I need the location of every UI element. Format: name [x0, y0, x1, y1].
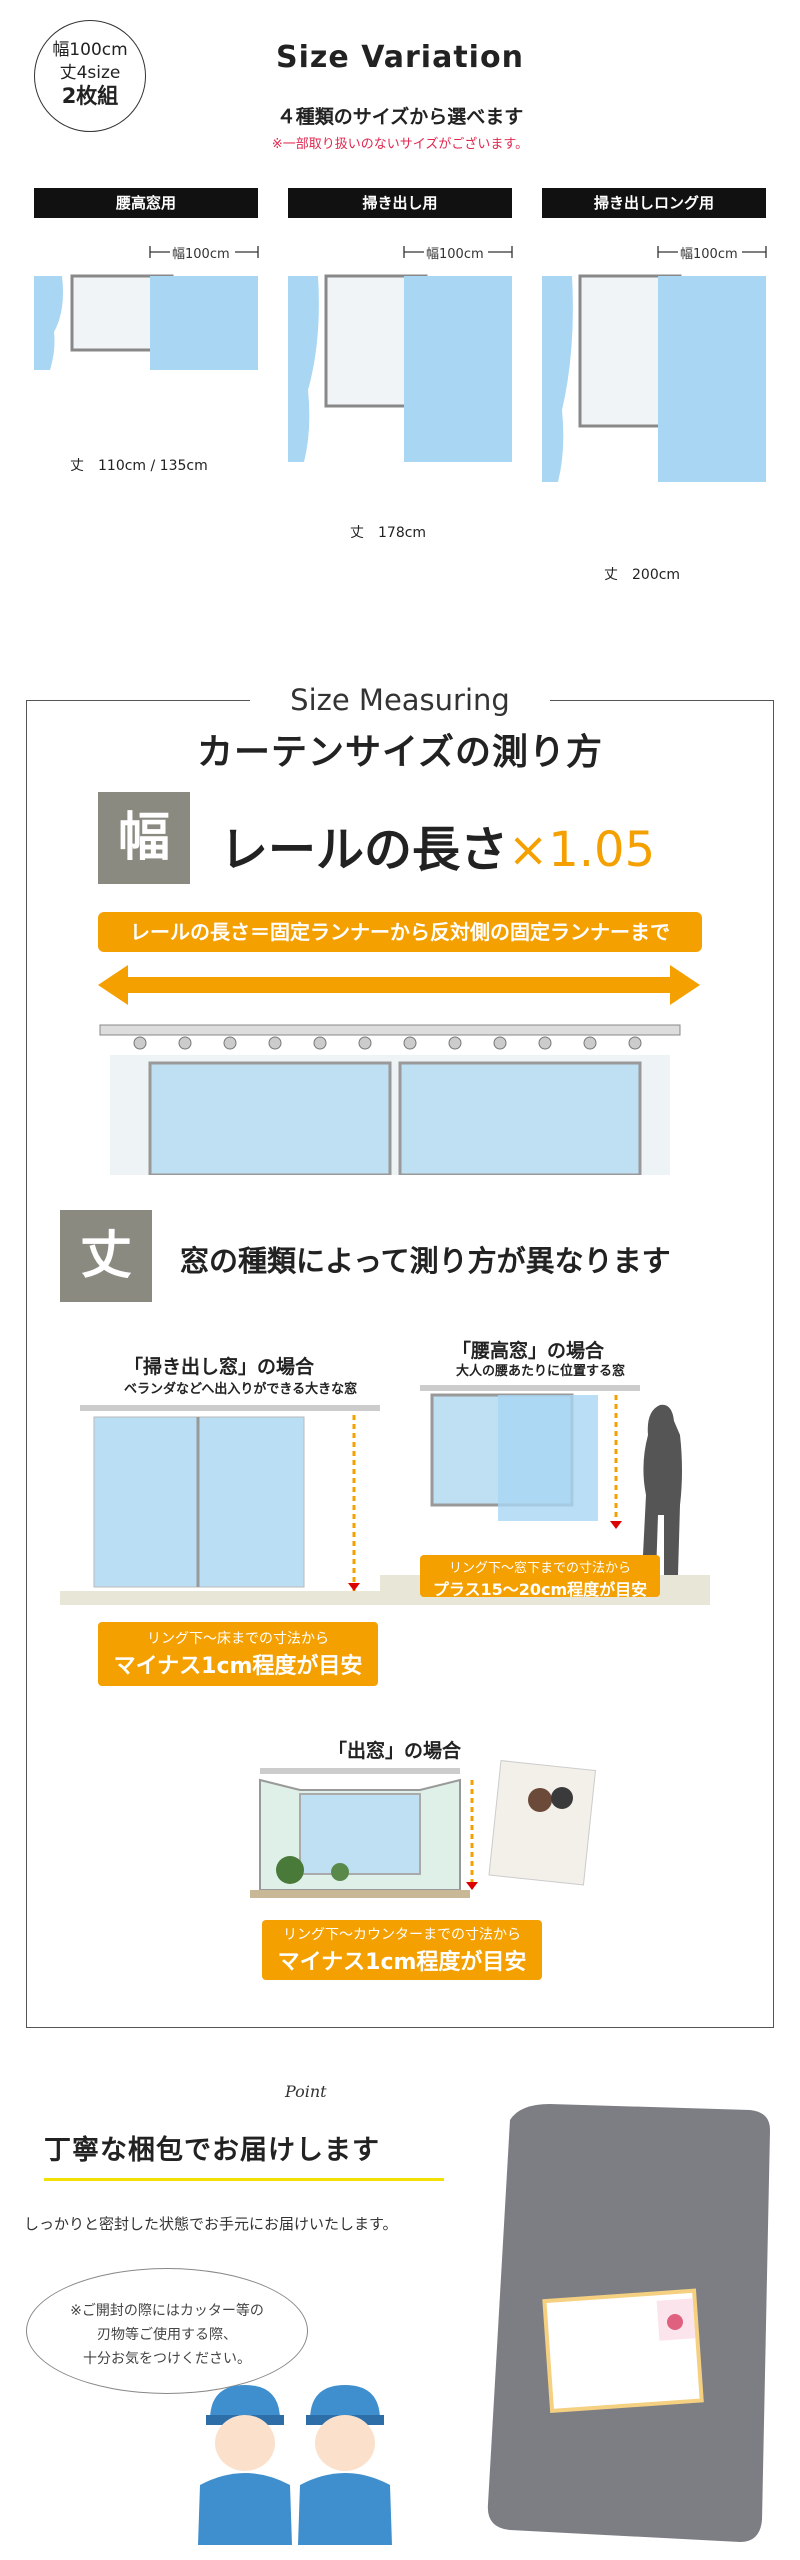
case-title-demado: 「出窓」の場合 [328, 1740, 462, 1762]
workers-illustration [198, 2385, 392, 2545]
hakidashi-illustration [60, 1405, 380, 1605]
case-title-koshidaka: 「腰高窓」の場合 [452, 1340, 605, 1362]
width-kanji: 幅 [98, 792, 190, 884]
worker-right [298, 2385, 392, 2545]
size-measuring-title: カーテンサイズの測り方 [197, 732, 603, 773]
size-variation-illustrations [34, 246, 767, 482]
demado-illustration [250, 1760, 597, 1898]
hakidashi-guide-box: リング下～床までの寸法から マイナス1cm程度が目安 [98, 1622, 378, 1686]
size-variation-note: ※一部取り扱いのないサイズがございます。 [271, 137, 529, 152]
package-illustration [487, 2104, 770, 2542]
demado-guide-line2: マイナス1cm程度が目安 [277, 1950, 527, 1975]
caution-line1: ※ご開封の際にはカッター等の [70, 2303, 264, 2319]
rail-banner: レールの長さ＝固定ランナーから反対側の固定ランナーまで [98, 912, 702, 952]
badge-sizes: 丈4size [59, 63, 121, 83]
variant-label-koshidaka: 腰高窓用 [34, 188, 258, 218]
caution-line2: 刃物等ご使用する際、 [97, 2327, 237, 2343]
width-formula: レールの長さ×1.05 [220, 810, 655, 880]
size-variation-title: Size Variation [276, 40, 524, 75]
hakidashi-guide-line1: リング下～床までの寸法から [147, 1631, 329, 1647]
koshidaka-illustration [380, 1385, 710, 1605]
koshidaka-guide-line1: リング下～窓下までの寸法から [448, 1561, 631, 1576]
height-text: 窓の種類によって測り方が異なります [180, 1244, 671, 1278]
variant-width-koshidaka: 幅100cm [172, 247, 230, 262]
case-sub-hakidashi: ベランダなどへ出入りができる大きな窓 [124, 1382, 358, 1397]
koshidaka-guide-box: リング下～窓下までの寸法から プラス15～20cm程度が目安 [420, 1555, 660, 1599]
koshidaka-guide-line2: プラス15～20cm程度が目安 [432, 1580, 648, 1599]
point-label: Point [285, 2082, 327, 2101]
packing-text: しっかりと密封した状態でお手元にお届けいたします。 [24, 2215, 398, 2233]
variant-length-long: 丈 200cm [604, 567, 681, 583]
variant-width-long: 幅100cm [680, 247, 738, 262]
size-variation-subtitle: ４種類のサイズから選べます [276, 106, 524, 128]
worker-left [198, 2385, 292, 2545]
demado-guide-line1: リング下～カウンターまでの寸法から [283, 1927, 521, 1943]
variant-length-hakidashi: 丈 178cm [350, 525, 427, 541]
badge-width: 幅100cm [52, 40, 128, 60]
case-sub-koshidaka: 大人の腰あたりに位置する窓 [456, 1364, 626, 1379]
caution-line3: 十分お気をつけください。 [83, 2351, 251, 2367]
rail-illustration [98, 965, 700, 1175]
size-badge: 幅100cm 丈4size 2枚組 [34, 20, 146, 132]
badge-count: 2枚組 [61, 84, 119, 108]
caution-bubble: ※ご開封の際にはカッター等の 刃物等ご使用する際、 十分お気をつけください。 [26, 2268, 308, 2394]
variant-width-hakidashi: 幅100cm [426, 247, 484, 262]
variant-label-hakidashi: 掃き出し用 [288, 188, 512, 218]
size-measuring-label: Size Measuring [250, 683, 550, 717]
packing-title: 丁寧な梱包でお届けします [44, 2135, 380, 2166]
width-formula-text: レールの長さ [220, 822, 509, 878]
packing-underline [44, 2178, 444, 2181]
height-kanji: 丈 [60, 1210, 152, 1302]
demado-guide-box: リング下～カウンターまでの寸法から マイナス1cm程度が目安 [262, 1920, 542, 1980]
variant-label-long: 掃き出しロング用 [542, 188, 766, 218]
variant-length-koshidaka: 丈 110cm / 135cm [70, 458, 208, 474]
width-multiplier: ×1.05 [508, 822, 656, 878]
hakidashi-guide-line2: マイナス1cm程度が目安 [113, 1654, 363, 1679]
case-title-hakidashi: 「掃き出し窓」の場合 [124, 1356, 315, 1378]
